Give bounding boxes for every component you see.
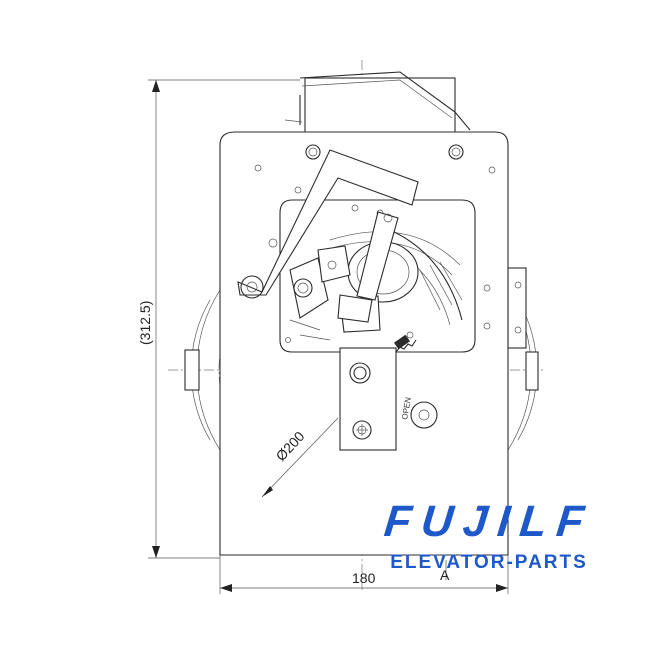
brand-logo: FUJILF: [381, 497, 597, 546]
width-label: 180: [352, 570, 376, 586]
swing-arm: [237, 149, 419, 299]
brand-tagline: ELEVATOR-PARTS: [390, 552, 588, 573]
height-dimension: (312.5): [137, 79, 300, 559]
section-marker: A: [440, 560, 450, 583]
pawl-lever: [337, 211, 399, 323]
left-boss: [184, 349, 200, 391]
part-mark: OPEN: [400, 396, 413, 420]
right-bracket: [507, 267, 527, 349]
frame-holes: [254, 144, 496, 174]
switch-bracket: [339, 347, 397, 451]
height-label: (312.5): [137, 301, 153, 345]
width-dimension: 180: [219, 555, 509, 594]
right-boss: [525, 351, 539, 391]
brand-watermark: FUJILF ELEVATOR-PARTS: [381, 497, 597, 576]
top-cover: [284, 71, 471, 135]
section-marker-label: A: [440, 567, 450, 583]
test-knob: OPEN: [400, 396, 438, 429]
